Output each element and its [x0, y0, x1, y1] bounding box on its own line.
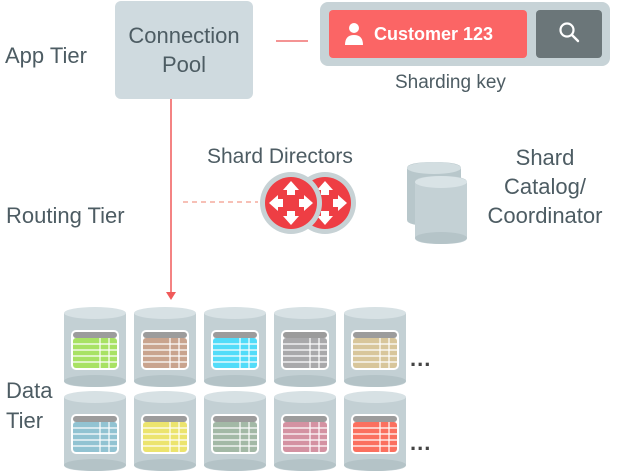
- table-body: [353, 422, 397, 452]
- sharding-key-text: Customer 123: [374, 23, 494, 44]
- table-body: [73, 422, 117, 452]
- cylinder-top: [204, 391, 266, 403]
- cylinder-top: [204, 307, 266, 319]
- sharding-key-value[interactable]: Customer 123: [329, 10, 527, 58]
- more-shards-ellipsis: ...: [410, 430, 432, 455]
- table-header: [283, 332, 327, 338]
- shard-catalog-line2: Catalog/: [504, 174, 586, 199]
- cylinder-top: [64, 307, 126, 319]
- search-button[interactable]: [536, 10, 602, 58]
- table-header: [73, 332, 117, 338]
- table-body: [283, 422, 327, 452]
- data-tier-label: Data Tier: [6, 376, 52, 436]
- table-body: [283, 338, 327, 368]
- search-icon: [558, 21, 580, 48]
- table-header: [73, 416, 117, 422]
- table-body: [213, 422, 257, 452]
- cylinder-top: [344, 391, 406, 403]
- connection-pool-line2: Pool: [161, 52, 207, 77]
- more-shards-ellipsis: ...: [410, 346, 432, 371]
- shard-database[interactable]: [273, 390, 337, 472]
- shard-database[interactable]: [273, 306, 337, 388]
- connection-pool-line1: Connection: [128, 23, 240, 48]
- shard-catalog-line3: Coordinator: [487, 203, 603, 228]
- shard-directors: [260, 172, 356, 234]
- table-body: [143, 338, 187, 368]
- person-icon: [344, 22, 364, 46]
- table-header: [143, 416, 187, 422]
- cylinder-top: [274, 391, 336, 403]
- table-body: [143, 422, 187, 452]
- cylinder-top: [64, 391, 126, 403]
- cylinder-top: [344, 307, 406, 319]
- table-header: [143, 332, 187, 338]
- data-tier-label-line2: Tier: [6, 408, 44, 433]
- shard-catalog-label: Shard Catalog/ Coordinator: [470, 143, 620, 230]
- shard-database[interactable]: [343, 306, 407, 388]
- cylinder-top: [134, 307, 196, 319]
- shard-database[interactable]: [133, 306, 197, 388]
- table-header: [353, 332, 397, 338]
- shard-database[interactable]: [63, 306, 127, 388]
- table-header: [213, 332, 257, 338]
- table-header: [353, 416, 397, 422]
- shard-database[interactable]: [203, 306, 267, 388]
- cylinder-top: [274, 307, 336, 319]
- app-tier-label: App Tier: [5, 43, 87, 68]
- table-body: [353, 338, 397, 368]
- routing-tier-label: Routing Tier: [6, 203, 125, 228]
- shard-directors-label: Shard Directors: [207, 145, 353, 168]
- shard-catalog-line1: Shard: [515, 145, 575, 170]
- sharding-key-caption: Sharding key: [395, 72, 506, 93]
- data-tier-label-line1: Data: [6, 378, 53, 403]
- cylinder-top: [134, 391, 196, 403]
- table-body: [73, 338, 117, 368]
- table-header: [213, 416, 257, 422]
- arrow-head: [166, 292, 176, 300]
- shard-catalog-database-icon[interactable]: [405, 160, 471, 246]
- connection-pool[interactable]: Connection Pool: [115, 1, 253, 99]
- router-icon[interactable]: [260, 172, 322, 234]
- table-header: [283, 416, 327, 422]
- table-body: [213, 338, 257, 368]
- shard-database[interactable]: [203, 390, 267, 472]
- shard-database[interactable]: [343, 390, 407, 472]
- shard-database[interactable]: [133, 390, 197, 472]
- shard-database[interactable]: [63, 390, 127, 472]
